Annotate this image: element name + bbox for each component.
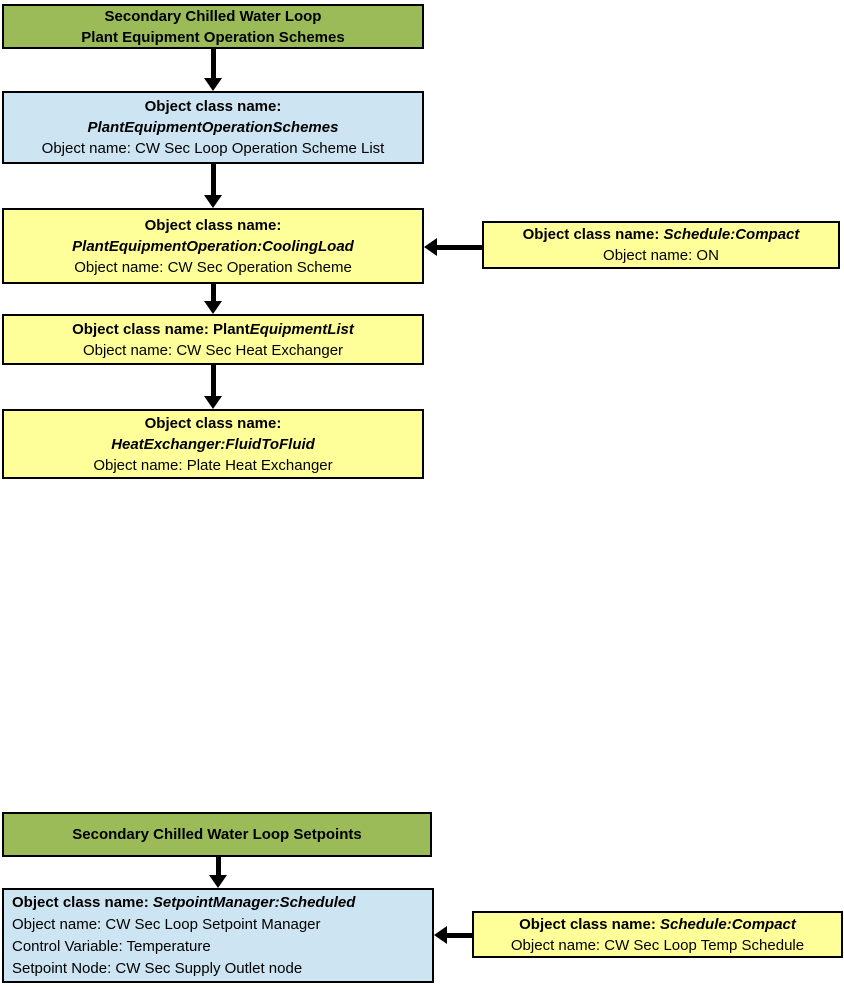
left-arrow-icon — [434, 926, 472, 944]
header-loop-setpoints: Secondary Chilled Water Loop Setpoints — [2, 812, 432, 857]
header-operation-schemes: Secondary Chilled Water Loop Plant Equip… — [2, 4, 424, 49]
arrow-head — [434, 926, 447, 944]
arrow-head — [204, 195, 222, 208]
object-name: Object name: CW Sec Loop Setpoint Manage… — [12, 915, 321, 933]
arrow-shaft — [210, 365, 216, 396]
down-arrow-icon — [204, 49, 222, 91]
equipment-list-object-box: Object class name: PlantEquipmentList Ob… — [2, 314, 424, 365]
object-class-name: Schedule:Compact — [663, 226, 800, 243]
temp-schedule-object-box: Object class name: Schedule:Compact Obje… — [472, 911, 843, 958]
down-arrow-icon — [204, 284, 222, 314]
arrow-shaft — [210, 284, 216, 301]
arrow-shaft — [210, 164, 216, 195]
object-class-label: Object class name: — [144, 414, 282, 432]
object-name: Object name: CW Sec Loop Temp Schedule — [510, 936, 805, 954]
heat-exchanger-object-box: Object class name: HeatExchanger:FluidTo… — [2, 409, 424, 479]
header-line: Plant Equipment Operation Schemes — [81, 28, 345, 46]
object-class-line: Object class name: Schedule:Compact — [523, 224, 800, 245]
object-class-label: Object class name: — [522, 226, 664, 243]
object-class-label: Object class name: — [144, 216, 282, 234]
arrow-shaft — [210, 49, 216, 78]
header-line: Secondary Chilled Water Loop — [104, 7, 322, 25]
setpoint-manager-object-box: Object class name: SetpointManager:Sched… — [2, 888, 434, 983]
object-class-label: Object class name: — [12, 893, 153, 911]
object-class-line: Object class name: Schedule:Compact — [519, 914, 796, 935]
object-class-line: Object class name: SetpointManager:Sched… — [12, 892, 355, 914]
object-name: Object name: CW Sec Loop Operation Schem… — [41, 140, 385, 157]
down-arrow-icon — [204, 365, 222, 409]
object-class-name: PlantEquipmentOperation:CoolingLoad — [72, 237, 354, 255]
arrow-shaft — [447, 932, 472, 938]
object-name: Object name: Plate Heat Exchanger — [93, 456, 333, 474]
object-class-name: Schedule:Compact — [660, 915, 796, 933]
arrow-shaft — [437, 244, 482, 250]
operation-schemes-object-box: Object class name: PlantEquipmentOperati… — [2, 91, 424, 164]
object-class-label: Object class name: — [519, 915, 661, 933]
object-name: Object name: ON — [603, 247, 719, 264]
object-class-line: Object class name: PlantEquipmentList — [72, 319, 354, 340]
arrow-head — [209, 875, 227, 888]
setpoint-node: Setpoint Node: CW Sec Supply Outlet node — [12, 959, 303, 977]
arrow-head — [424, 238, 437, 256]
header-line: Secondary Chilled Water Loop Setpoints — [72, 826, 362, 843]
down-arrow-icon — [209, 857, 227, 888]
cooling-load-object-box: Object class name: PlantEquipmentOperati… — [2, 208, 424, 284]
down-arrow-icon — [204, 164, 222, 208]
object-class-name: EquipmentList — [249, 320, 354, 338]
arrow-shaft — [215, 857, 221, 875]
object-class-name: HeatExchanger:FluidToFluid — [111, 435, 315, 453]
object-name: Object name: CW Sec Operation Scheme — [74, 258, 352, 276]
object-name: Object name: CW Sec Heat Exchanger — [82, 341, 344, 359]
arrow-head — [204, 301, 222, 314]
object-class-label: Object class name: Plant — [72, 320, 250, 338]
arrow-head — [204, 396, 222, 409]
object-class-name: SetpointManager:Scheduled — [152, 893, 356, 911]
object-class-label: Object class name: — [144, 98, 282, 115]
on-schedule-object-box: Object class name: Schedule:Compact Obje… — [482, 221, 840, 269]
left-arrow-icon — [424, 238, 482, 256]
control-variable: Control Variable: Temperature — [12, 937, 211, 955]
arrow-head — [204, 78, 222, 91]
object-class-name: PlantEquipmentOperationSchemes — [87, 119, 339, 136]
